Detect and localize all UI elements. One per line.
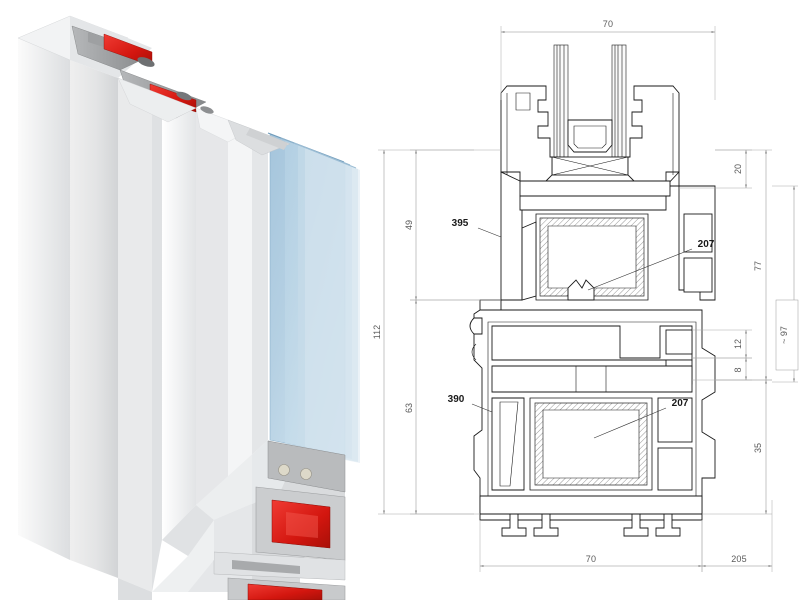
dim-right-sash-depth: 77	[715, 149, 772, 381]
gasket-top-2	[176, 91, 192, 101]
frame-profile	[469, 299, 716, 537]
dim-label-bottom-frame-width: 70	[586, 554, 596, 564]
steel-reinforcement-frame	[247, 583, 323, 600]
profile-geometry	[469, 44, 716, 537]
dim-label-right-sash-depth: 77	[753, 261, 763, 271]
glazing-packer-1	[278, 464, 290, 476]
callout-label-207-lower: 207	[672, 398, 689, 409]
dim-right-overall-approx: ~ 97	[772, 185, 799, 383]
glazing-packer-2	[300, 468, 312, 480]
gasket-top-1	[137, 57, 155, 67]
cross-section-drawing: 70 112 49 63	[370, 0, 800, 600]
frame-outer-face	[18, 38, 162, 592]
dim-label-left-overall: 112	[372, 325, 382, 339]
dim-box-overall-approx	[775, 299, 799, 371]
dim-label-bottom-offset: 205	[731, 554, 747, 564]
callout-207-lower: 207	[593, 398, 689, 439]
dim-left-overall: 112	[372, 149, 474, 515]
window-3d-render	[0, 0, 380, 600]
glazing-unit	[551, 44, 629, 176]
dim-bottom-offset: 205	[701, 500, 773, 572]
glass-edge-3	[293, 142, 357, 169]
bottom-cut-section	[118, 440, 346, 600]
callout-label-395: 395	[452, 218, 469, 229]
callout-207-upper: 207	[587, 239, 715, 291]
dim-label-left-frame: 63	[404, 403, 414, 413]
dim-right-glazing-rebate: 20	[679, 149, 752, 189]
dim-label-top-width: 70	[603, 19, 613, 29]
dim-label-right-step-upper: 12	[733, 339, 743, 349]
dim-right-frame-depth: 35	[702, 379, 772, 515]
dimension-annotations: 70 112 49 63	[372, 19, 799, 572]
callout-395: 395	[452, 218, 502, 238]
callout-390: 390	[448, 394, 493, 413]
glazing-support	[267, 440, 346, 493]
dim-label-right-step-lower: 8	[733, 367, 743, 372]
dim-top-width: 70	[500, 19, 716, 100]
dim-label-right-frame-depth: 35	[753, 443, 763, 453]
callout-label-207-upper: 207	[698, 239, 715, 250]
sash-profile	[500, 85, 716, 301]
part-callouts: 395 207 390 207	[448, 218, 715, 439]
dim-label-right-overall-approx: ~ 97	[779, 326, 789, 344]
top-cut-section	[17, 15, 291, 156]
gasket-top-3	[200, 106, 214, 114]
callout-label-390: 390	[448, 394, 465, 405]
glass-pane-outer	[298, 145, 360, 463]
dim-label-right-rebate: 20	[733, 164, 743, 174]
dim-label-left-sash: 49	[404, 220, 414, 230]
frame-step	[162, 95, 228, 540]
sash-outer-face	[228, 120, 268, 480]
dim-left-frame: 63	[404, 299, 480, 515]
